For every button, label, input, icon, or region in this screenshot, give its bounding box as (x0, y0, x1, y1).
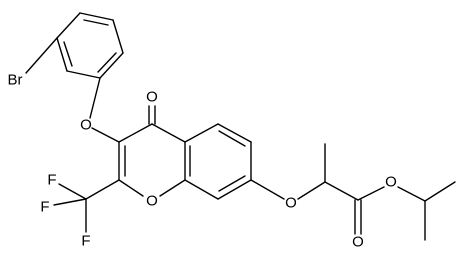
fluorine-top-label: F (47, 172, 56, 189)
bromine-label: Br (8, 72, 23, 89)
ester-oxygen-label: O (385, 174, 397, 191)
bond (324, 181, 359, 201)
bond (89, 77, 101, 119)
bond (184, 179, 219, 200)
fluorine-left-label: F (40, 199, 49, 216)
bond (424, 181, 456, 202)
bond (99, 52, 124, 79)
bond (58, 183, 87, 200)
bond (218, 175, 246, 192)
bond (63, 41, 73, 67)
bond (66, 70, 101, 79)
bond (79, 12, 114, 21)
bond (91, 127, 120, 143)
ring-oxygen-label: O (146, 193, 158, 210)
ester-carbonyl-oxygen-label: O (352, 234, 364, 251)
bond (184, 123, 219, 143)
bond (397, 186, 426, 202)
side-ether-oxygen-label: O (285, 195, 297, 212)
bond (53, 198, 87, 206)
bond (118, 123, 153, 143)
bond (118, 179, 144, 197)
bond (250, 179, 285, 200)
ketone-oxygen-label: O (146, 89, 158, 106)
bond (217, 179, 252, 200)
bond (25, 37, 58, 74)
bond (159, 179, 186, 197)
bond (151, 123, 186, 143)
bond (112, 19, 124, 54)
aryl-ether-oxygen-label: O (80, 117, 92, 134)
bond (85, 179, 120, 200)
bond (97, 52, 117, 73)
bond (56, 37, 68, 72)
bond (56, 12, 81, 39)
atom-labels: Br O O O O O O F F F (8, 72, 397, 251)
bond (297, 181, 326, 200)
bond-set (25, 12, 456, 241)
fluorine-bottom-label: F (81, 233, 90, 250)
bond (83, 19, 109, 26)
bond (217, 123, 252, 143)
bond (357, 186, 385, 201)
bond (218, 130, 246, 147)
